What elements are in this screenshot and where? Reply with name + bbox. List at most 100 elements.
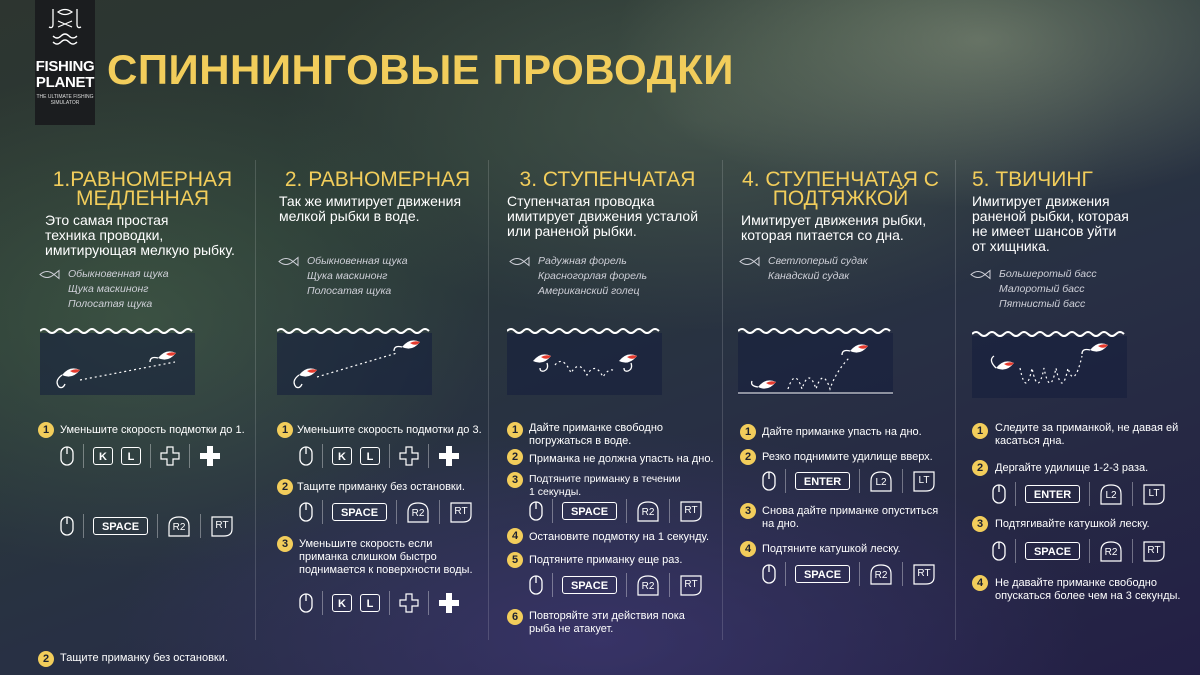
l2-trigger-icon: L2 [869, 470, 893, 492]
r2-trigger-icon: R2 [1099, 540, 1123, 562]
rt-trigger-icon: RT [912, 563, 936, 585]
heading-line: 2. РАВНОМЕРНАЯ [284, 168, 471, 191]
rt-label: RT [215, 520, 229, 531]
logo-tagline-line2: SIMULATOR [50, 100, 80, 106]
retrieve-diagram [277, 328, 432, 395]
step-line: приманка слишком быстро [299, 551, 437, 563]
separator [626, 573, 627, 597]
fish-name: Обыкновенная щука [68, 268, 169, 280]
step-number: 2 [38, 651, 54, 667]
mouse-icon [762, 564, 776, 584]
dpad-icon [399, 593, 419, 613]
separator [1015, 482, 1016, 506]
step-number: 2 [277, 479, 293, 495]
step-text: Уменьшите скорость если приманка слишком… [299, 538, 499, 577]
technique-heading: 2. РАВНОМЕРНАЯ [265, 168, 490, 191]
separator [83, 444, 84, 468]
separator [1132, 539, 1133, 563]
separator [389, 591, 390, 615]
fish-name: Красногорлая форель [538, 270, 648, 282]
separator [859, 562, 860, 586]
fish-name: Полосатая щука [68, 298, 153, 310]
logo-tagline-line1: THE ULTIMATE FISHING [36, 94, 94, 100]
key-k: K [93, 447, 113, 465]
technique-column-3: 3. СТУПЕНЧАТАЯ Ступенчатая проводка имит… [495, 169, 720, 650]
rt-label: RT [917, 568, 931, 579]
step-number: 1 [972, 423, 988, 439]
lure-icon [533, 354, 551, 372]
step-number: 2 [740, 449, 756, 465]
r2-trigger-icon: R2 [869, 563, 893, 585]
separator [189, 444, 190, 468]
step-line: Повторяйте эти действия пока [529, 610, 685, 622]
target-fish-list: Радужная форель Красногорлая форель Амер… [509, 254, 648, 299]
step-line: Подтяните приманку в течении [529, 473, 681, 485]
separator [83, 514, 84, 538]
step-text: Остановите подмотку на 1 секунду. [529, 531, 719, 544]
desc-line: или раненой рыбки. [507, 223, 637, 239]
step-text: Приманка не должна упасть на дно. [529, 453, 719, 466]
step-line: Тащите приманку без остановки. [297, 481, 465, 493]
r2-trigger-icon: R2 [636, 574, 660, 596]
lure-icon [619, 354, 637, 372]
step-line: Резко поднимите удилище вверх. [762, 451, 933, 463]
desc-line: которая питается со дна. [741, 227, 904, 243]
column-divider [488, 160, 489, 640]
fish-name: Канадский судак [768, 270, 850, 282]
key-enter: ENTER [795, 472, 850, 490]
controls-row: SPACE R2 RT [762, 562, 936, 586]
step-text: Повторяйте эти действия пока рыба не ата… [529, 610, 719, 636]
fish-name: Малоротый басс [999, 283, 1085, 295]
lt-label: LT [1148, 488, 1160, 499]
r2-trigger-icon: R2 [167, 515, 191, 537]
controls-row: SPACE R2 RT [529, 499, 703, 523]
desc-line: Ступенчатая проводка [507, 193, 655, 209]
l2-label: L2 [875, 477, 887, 488]
step-number: 4 [740, 541, 756, 557]
desc-line: имитирующая мелкую рыбку. [45, 242, 235, 258]
controls-row: SPACE R2 RT [299, 500, 473, 524]
page-title: СПИННИНГОВЫЕ ПРОВОДКИ [107, 46, 734, 93]
r2-label: R2 [1104, 547, 1118, 558]
desc-line: Имитирует движения рыбки, [741, 212, 927, 228]
separator [552, 573, 553, 597]
separator [428, 444, 429, 468]
separator [322, 591, 323, 615]
r2-trigger-icon: R2 [406, 501, 430, 523]
controls-row: SPACE R2 RT [60, 514, 234, 538]
separator [157, 514, 158, 538]
lure-icon [841, 344, 868, 356]
mouse-icon [299, 502, 313, 522]
step-number: 5 [507, 552, 523, 568]
rt-label: RT [454, 506, 468, 517]
column-divider [255, 160, 256, 640]
dpad-filled-icon [200, 446, 220, 466]
step-text: Подтяните приманку в течении 1 секунды. [529, 473, 719, 499]
technique-description: Так же имитирует движения мелкой рыбки в… [279, 194, 490, 224]
step-line: погружаться в воде. [529, 435, 632, 447]
rt-trigger-icon: RT [1142, 540, 1166, 562]
separator [669, 499, 670, 523]
target-fish-list: Светлоперый судак Канадский судак [739, 254, 868, 284]
controls-row: K L [60, 444, 221, 468]
step-number: 3 [507, 472, 523, 488]
dpad-icon [399, 446, 419, 466]
mouse-icon [299, 446, 313, 466]
step-text: Уменьшите скорость подмотки до 3. [297, 424, 497, 437]
step-text: Тащите приманку без остановки. [297, 481, 497, 494]
retrieve-diagram [972, 331, 1127, 398]
step-number: 3 [972, 516, 988, 532]
key-k: K [332, 594, 352, 612]
r2-label: R2 [874, 570, 888, 581]
controls-row: ENTER L2 LT [762, 469, 936, 493]
key-space: SPACE [562, 502, 617, 520]
retrieve-diagram [738, 328, 893, 395]
mouse-icon [529, 575, 543, 595]
r2-label: R2 [172, 522, 186, 533]
rt-trigger-icon: RT [679, 500, 703, 522]
lure-icon [393, 340, 420, 352]
technique-column-5: 5. ТВИЧИНГ Имитирует движения раненой ры… [962, 169, 1187, 650]
